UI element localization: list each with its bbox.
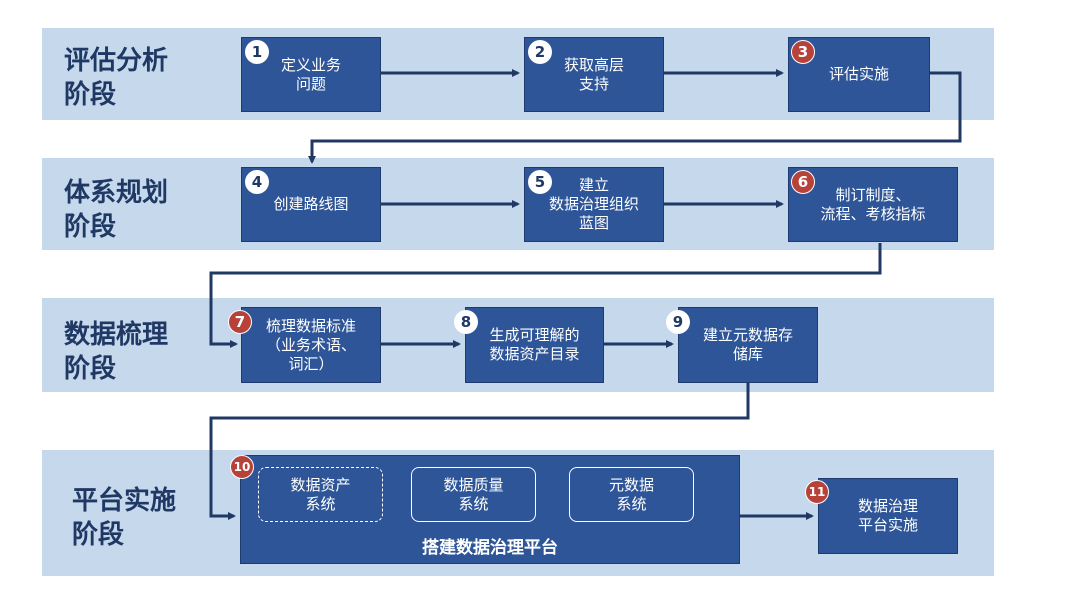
step-11-badge: 11 [805,480,829,504]
step-6-badge: 6 [791,170,815,194]
step-3-label: 评估实施 [828,65,889,83]
step-4-box: 创建路线图 [241,167,381,242]
stage-label-planning: 体系规划 阶段 [64,178,169,242]
subsystem-metadata: 元数据 系统 [569,467,694,522]
step-4-label: 创建路线图 [273,195,349,213]
step-10-badge: 10 [230,455,254,479]
subsystem-data-quality: 数据质量 系统 [411,467,536,522]
step-6-box: 制订制度、 流程、考核指标 [788,167,958,242]
step-8-label: 生成可理解的 数据资产目录 [489,326,580,363]
step-2-label: 获取高层 支持 [563,55,624,93]
step-7-badge: 7 [228,310,252,334]
step-7-box: 梳理数据标准 （业务术语、 词汇） [241,307,381,383]
arrow-6-7 [209,243,882,348]
step-8-box: 生成可理解的 数据资产目录 [465,307,604,383]
platform-box [240,455,740,564]
step-8-badge: 8 [454,310,478,334]
step-6-label: 制订制度、 流程、考核指标 [820,185,926,223]
subsystem-data-assets-label: 数据资产 系统 [290,475,351,513]
subsystem-data-assets: 数据资产 系统 [258,467,383,522]
step-11-box: 数据治理 平台实施 [818,478,958,554]
step-9-box: 建立元数据存 储库 [678,307,818,383]
step-1-badge: 1 [245,40,269,64]
step-7-label: 梳理数据标准 （业务术语、 词汇） [265,316,356,373]
step-4-badge: 4 [245,170,269,194]
step-5-label: 建立 数据治理组织 蓝图 [548,176,639,232]
subsystem-data-quality-label: 数据质量 系统 [443,475,504,513]
step-2-badge: 2 [528,40,552,64]
stage-label-platform: 平台实施 阶段 [72,486,177,550]
step-3-badge: 3 [791,40,815,64]
stage-label-data-sorting: 数据梳理 阶段 [64,320,169,384]
step-1-label: 定义业务 问题 [280,55,341,93]
platform-title: 搭建数据治理平台 [422,538,558,558]
step-11-label: 数据治理 平台实施 [857,497,918,534]
step-5-badge: 5 [528,170,552,194]
step-9-badge: 9 [666,310,690,334]
arrow-9-10 [209,383,750,520]
subsystem-metadata-label: 元数据 系统 [608,475,654,513]
stage-label-assessment: 评估分析 阶段 [64,46,169,110]
arrow-3-4 [308,71,962,164]
step-9-label: 建立元数据存 储库 [702,326,793,363]
